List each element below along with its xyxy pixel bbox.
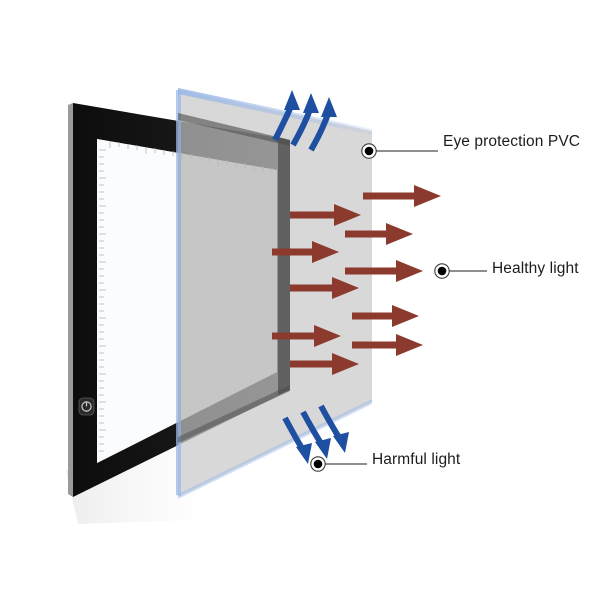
power-brightness-button[interactable] [78,397,95,416]
callout-pvc-dot [364,146,374,156]
red-arrow-8 [272,325,341,347]
ruler-scale-left [99,149,106,452]
red-arrow-6 [290,277,359,299]
power-circle-icon [81,401,92,412]
callout-pvc [361,143,438,159]
callout-healthy [434,263,487,279]
callout-label-harmful-light: Harmful light [372,451,461,468]
frame-bottom-rail-through-pvc [178,385,290,443]
eye-protection-pvc-panel [176,88,372,499]
down-arrow-2 [300,410,331,459]
frame-left-edge [68,103,73,497]
callout-harmful [310,456,367,472]
callout-label-eye-protection-pvc: Eye protection PVC [443,133,581,150]
pvc-panel-face [178,90,372,497]
red-arrow-7 [352,305,419,327]
ground-shadow [66,440,200,524]
red-arrow-4 [272,241,339,263]
red-arrow-10 [290,353,359,375]
callout-leaders [310,143,487,472]
callout-label-healthy-light: Healthy light [492,260,579,277]
red-arrow-2 [290,204,361,226]
red-arrow-3 [345,223,413,245]
down-arrow-1 [282,416,312,464]
callout-harmful-dot [313,459,323,469]
frame-top-rail-through-pvc [178,113,290,146]
up-arrow-1 [272,90,300,142]
red-arrow-9 [352,334,423,356]
red-arrow-1 [363,185,441,207]
frame-right-rail-through-pvc [278,137,290,395]
down-arrow-3 [318,404,349,453]
pvc-edge-glow-left [176,90,181,496]
harmful-light-up-arrows [272,90,337,152]
up-arrow-2 [290,93,319,147]
red-arrow-5 [345,260,423,282]
frame-through-pvc [178,113,290,443]
up-arrow-3 [308,97,337,152]
callout-healthy-dot [437,266,447,276]
harmful-light-down-arrows [282,404,349,464]
healthy-light-forward-arrows [272,185,441,375]
pvc-edge-glow-bottom [178,399,372,499]
power-button-body[interactable] [78,397,95,416]
